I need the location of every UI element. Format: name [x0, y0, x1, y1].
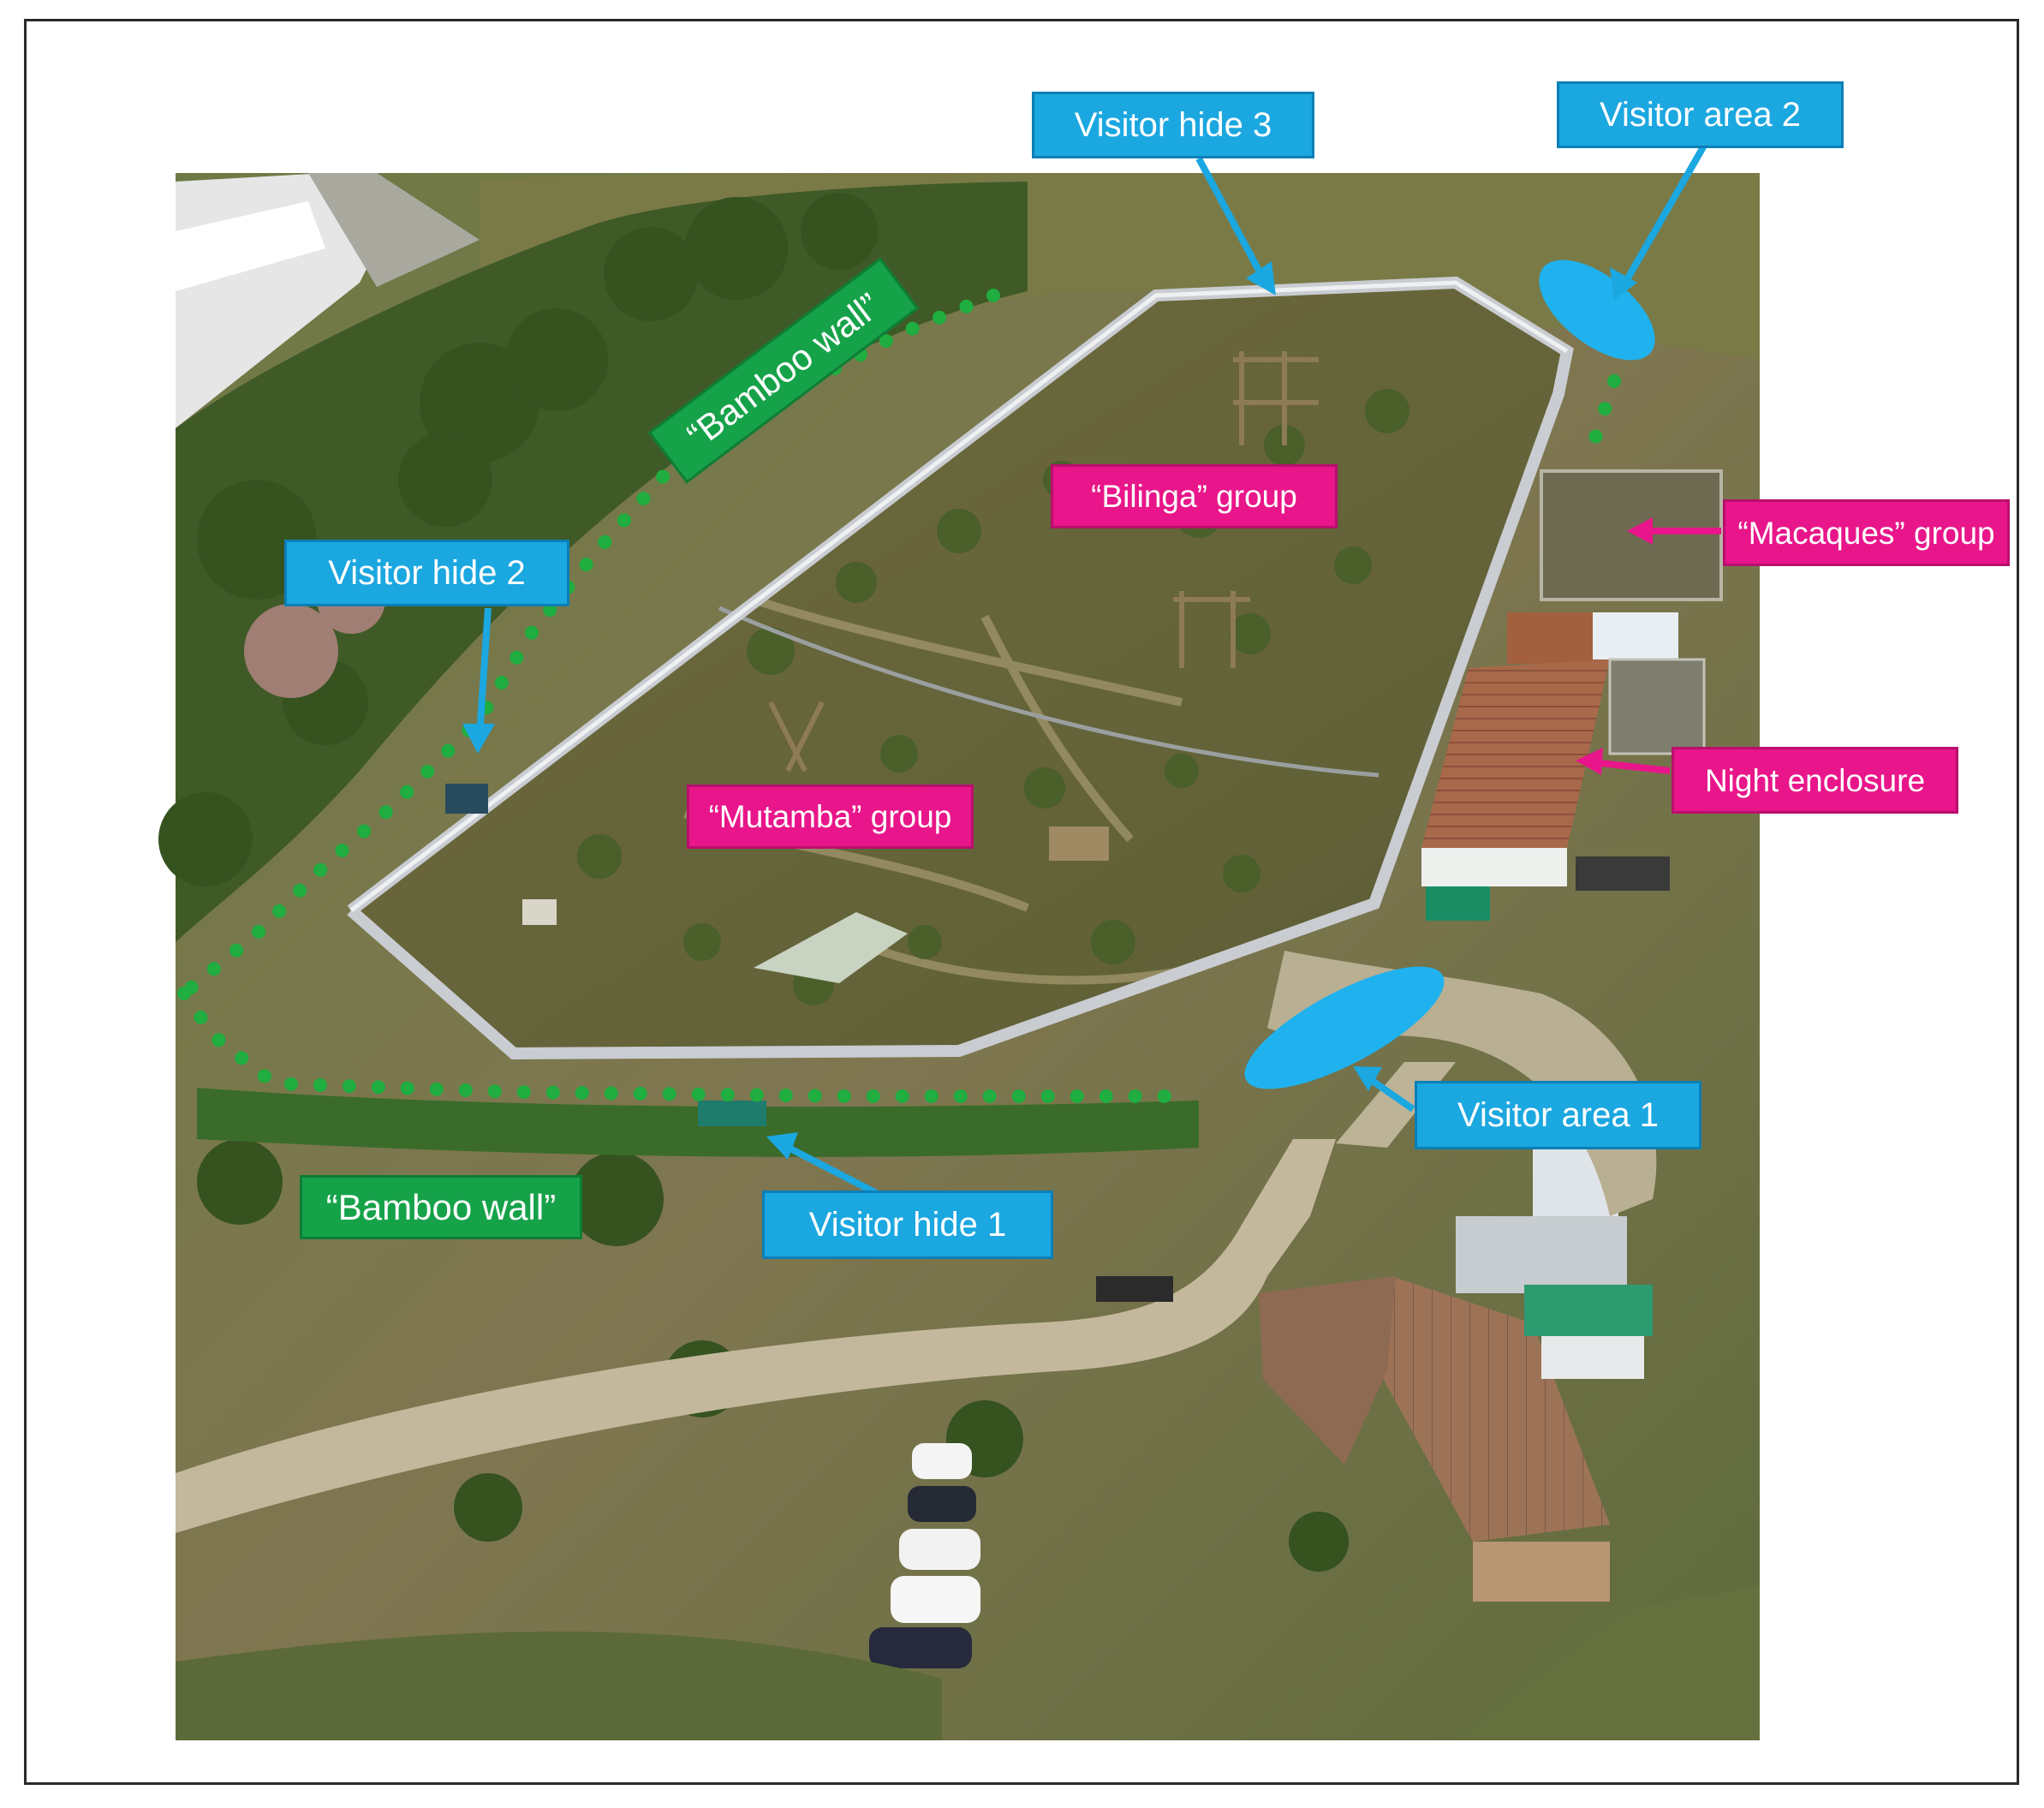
trees — [158, 193, 1349, 1572]
mutamba-group-label: “Mutamba” group — [687, 785, 974, 849]
macaques-enclosure — [1540, 469, 1723, 601]
house-roof-main — [1379, 1276, 1610, 1542]
bamboo-wall-bottom-label: “Bamboo wall” — [300, 1175, 582, 1239]
visitor-hide-2-label: Visitor hide 2 — [284, 540, 569, 606]
visitor-area-2-label: Visitor area 2 — [1557, 81, 1844, 148]
gravel-road — [176, 1139, 1336, 1533]
visitor-area-1-label: Visitor area 1 — [1415, 1081, 1701, 1149]
parked-cars — [869, 1443, 980, 1668]
label-arrowheads — [462, 261, 1653, 1160]
night-enclosure-label: Night enclosure — [1672, 747, 1958, 814]
visitor-hide-1-label: Visitor hide 1 — [762, 1190, 1053, 1259]
visitor-area-1-blob — [1244, 966, 1445, 1089]
visitor-hide-3-label: Visitor hide 3 — [1032, 92, 1314, 158]
visitor-hide-1-structure — [698, 1101, 766, 1126]
visitor-area-2-blob — [1539, 260, 1655, 361]
macaques-group-label: “Macaques” group — [1723, 499, 2010, 566]
night-enclosure-roof — [1421, 659, 1610, 848]
visitor-hide-2-structure — [445, 784, 488, 814]
pool — [754, 912, 908, 983]
bilinga-group-label: “Bilinga” group — [1051, 464, 1338, 528]
